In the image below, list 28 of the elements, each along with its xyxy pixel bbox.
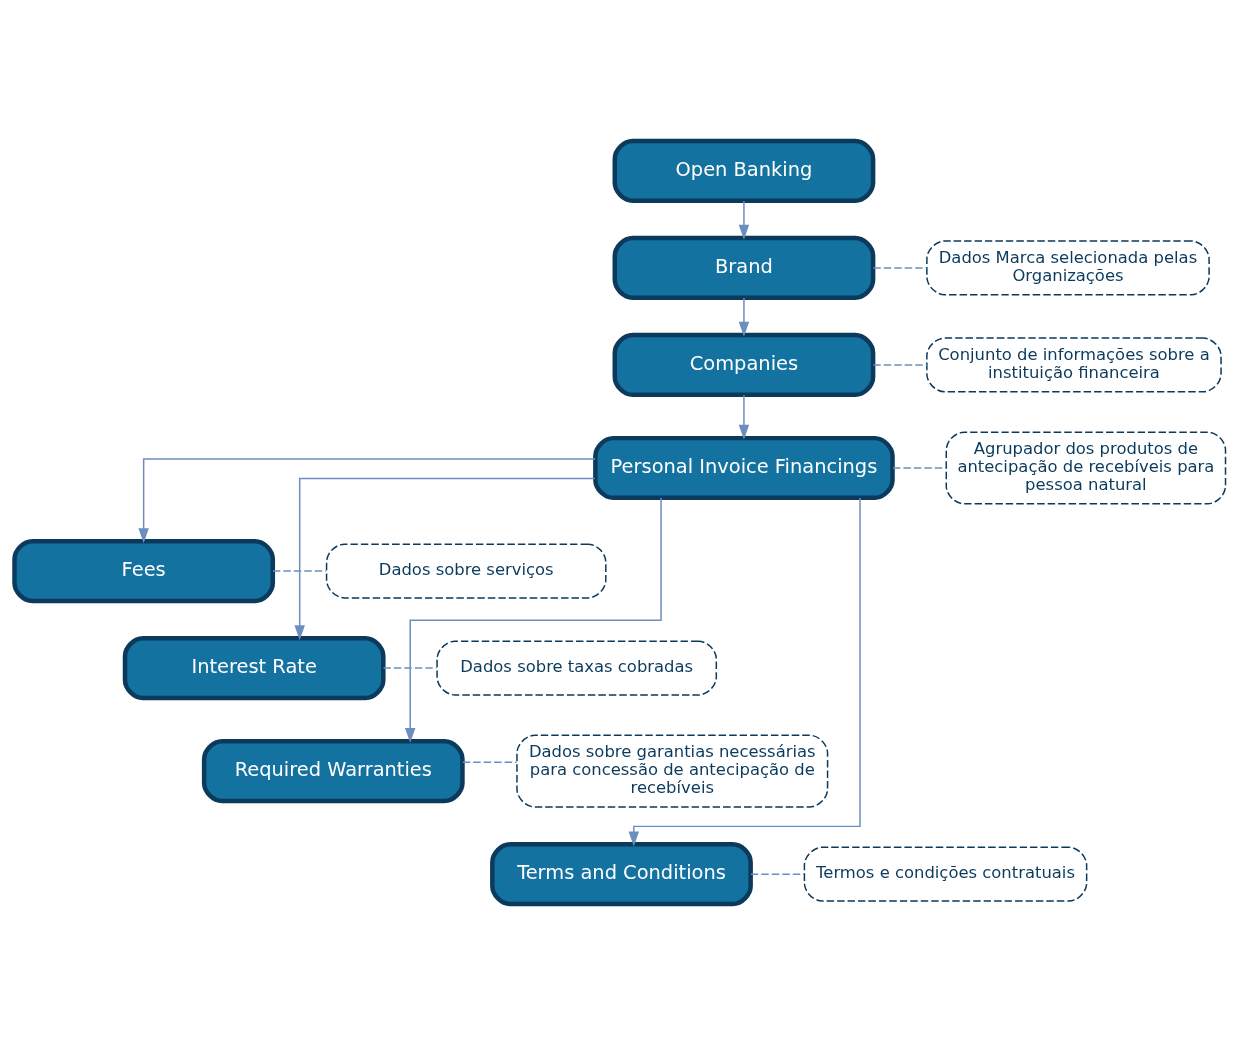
connector — [892, 466, 947, 469]
connector — [462, 760, 518, 763]
node-box: Brand — [612, 235, 876, 300]
node-box: Dados sobre serviços — [325, 542, 607, 599]
arrow — [738, 394, 750, 440]
node-box: Dados sobre taxas cobradas — [436, 639, 718, 696]
node-box: Conjunto de informações sobre a instituição financeira — [926, 336, 1222, 393]
node-box: Dados sobre garantias necessárias para concessão de antecipação de recebíveis — [516, 734, 829, 808]
node-box: Dados Marca selecionada pelas Organizações — [926, 239, 1210, 296]
arrow — [628, 496, 861, 846]
connector — [750, 872, 805, 875]
arrow — [404, 496, 662, 743]
node-box: Fees — [12, 538, 276, 603]
arrow — [738, 296, 750, 337]
node-box: Terms and Conditions — [490, 841, 753, 906]
connector — [272, 569, 327, 572]
node-box: Open Banking — [612, 138, 876, 203]
node-box: Companies — [612, 332, 876, 397]
arrow — [738, 199, 750, 240]
connector — [382, 666, 438, 669]
arrow — [138, 457, 596, 543]
arrow — [294, 477, 596, 640]
node-box: Termos e condições contratuais — [803, 846, 1088, 902]
node-box: Required Warranties — [201, 738, 465, 803]
node-box: Personal Invoice Financings — [593, 435, 895, 500]
node-box: Interest Rate — [122, 635, 386, 700]
node-box: Agrupador dos produtos de antecipação de recebíveis para pessoa natural — [945, 430, 1227, 505]
connector — [872, 363, 928, 366]
